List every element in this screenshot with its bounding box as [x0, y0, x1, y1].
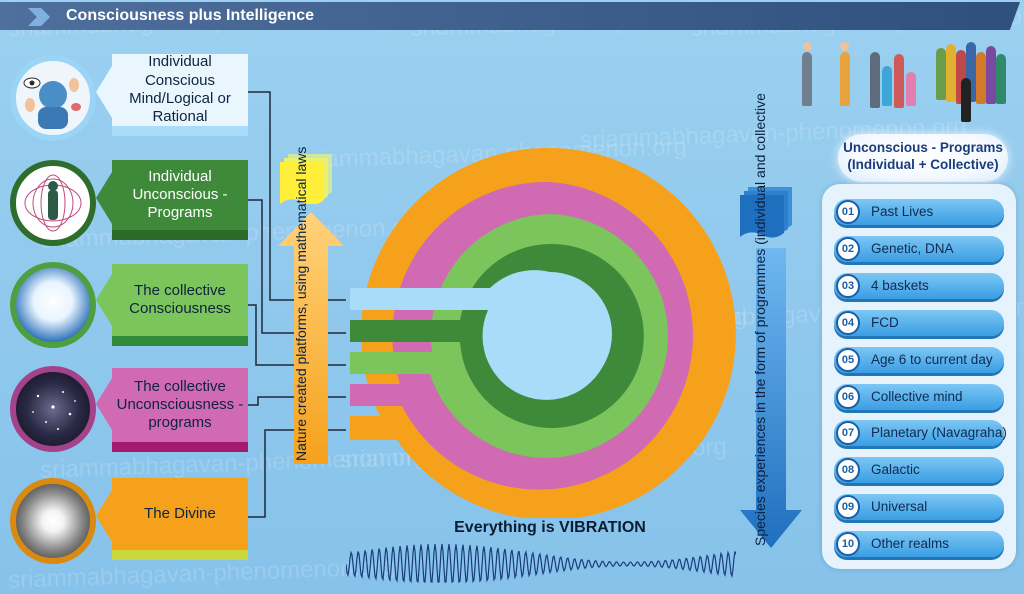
program-label: Planetary (Navagraha)	[871, 425, 1007, 441]
left-item-collective-unconsciousness: The collective Unconsciousness - program…	[112, 368, 248, 452]
left-item-label: The collective Unconsciousness - program…	[116, 377, 244, 432]
left-item-divine: The Divine	[112, 478, 248, 560]
program-number: 05	[836, 347, 860, 372]
program-item: 05 Age 6 to current day	[834, 346, 1004, 373]
box-pointer	[96, 172, 112, 224]
program-number: 02	[836, 236, 860, 261]
program-number: 06	[836, 384, 860, 409]
program-label: Universal	[871, 499, 928, 515]
chevron-right-icon	[28, 8, 50, 26]
divine-light-icon	[10, 478, 96, 564]
program-number: 09	[836, 495, 860, 520]
program-item: 01 Past Lives	[834, 199, 1004, 225]
programs-title-cloud: Unconscious - Programs (Individual + Col…	[838, 134, 1008, 182]
program-item: 09 Universal	[834, 494, 1004, 521]
program-item: 10 Other realms	[834, 531, 1004, 558]
program-item: 08 Galactic	[834, 457, 1004, 484]
program-number: 04	[836, 310, 860, 335]
box-pointer	[96, 66, 112, 118]
program-number: 07	[836, 421, 860, 446]
people-groups-illustration	[796, 38, 1020, 128]
left-item-label: Individual Conscious Mind/Logical or Rat…	[129, 53, 231, 126]
program-label: Past Lives	[871, 204, 934, 219]
consciousness-rings	[350, 147, 736, 518]
page-title: Consciousness plus Intelligence	[66, 7, 315, 24]
box-pointer	[96, 490, 112, 542]
up-arrow	[278, 212, 344, 464]
left-item-label: Individual Unconscious - Programs	[132, 167, 228, 222]
up-arrow-label: Nature created platforms, using mathemat…	[293, 146, 309, 461]
program-label: FCD	[871, 314, 899, 330]
box-pointer	[96, 274, 112, 326]
unconscious-programs-icon	[10, 160, 96, 246]
program-label: Genetic, DNA	[871, 240, 954, 256]
pages-stack-icon	[740, 187, 792, 238]
program-label: Galactic	[871, 462, 920, 478]
left-item-collective-consciousness: The collective Consciousness	[112, 264, 248, 346]
down-arrow	[740, 248, 802, 548]
pages-stack-icon	[280, 154, 332, 204]
left-item-individual-unconscious: Individual Unconscious - Programs	[112, 160, 248, 240]
program-label: Age 6 to current day	[871, 351, 993, 367]
program-number: 10	[836, 532, 860, 557]
programs-title: Unconscious - Programs (Individual + Col…	[843, 140, 1003, 172]
conscious-mind-icon	[10, 55, 96, 141]
collective-consciousness-icon	[10, 262, 96, 348]
vibration-wave	[346, 543, 736, 584]
vibration-label: Everything is VIBRATION	[454, 519, 646, 536]
program-label: Other realms	[871, 536, 950, 552]
left-item-label: The collective Consciousness	[129, 281, 231, 317]
left-item-label: The Divine	[144, 504, 216, 522]
left-item-conscious-mind: Individual Conscious Mind/Logical or Rat…	[112, 53, 248, 136]
program-number: 08	[836, 458, 860, 483]
program-number: 03	[836, 273, 860, 298]
title-bar: Consciousness plus Intelligence	[0, 2, 1020, 30]
program-item: 07 Planetary (Navagraha)	[834, 420, 1007, 447]
box-pointer	[96, 378, 112, 430]
center-circle	[488, 272, 612, 396]
program-number: 01	[836, 200, 860, 224]
program-item: 04 FCD	[834, 309, 1004, 336]
program-item: 03 4 baskets	[834, 272, 1004, 299]
program-label: Collective mind	[871, 388, 963, 404]
galaxy-icon	[10, 366, 96, 452]
program-label: 4 baskets	[871, 277, 929, 293]
program-item: 06 Collective mind	[834, 383, 1004, 410]
program-item: 02 Genetic, DNA	[834, 235, 1004, 262]
